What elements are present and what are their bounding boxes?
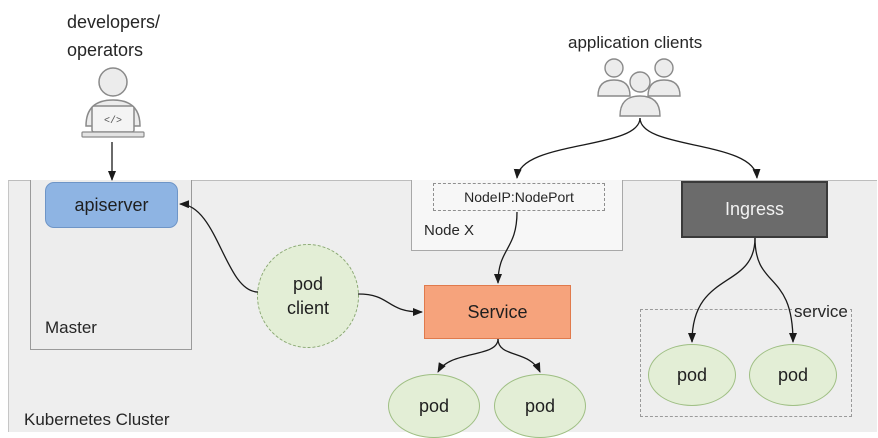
ingress-service-group	[640, 309, 852, 417]
nodeport-box: NodeIP:NodePort	[433, 183, 605, 211]
service-to-pod1-arrow	[437, 338, 499, 373]
app-clients-label: application clients	[568, 33, 703, 52]
pod-client-line2: client	[286, 298, 330, 318]
ingress-label: Ingress	[724, 199, 785, 219]
pod-client: pod client	[257, 244, 359, 348]
pod-label: pod	[524, 395, 556, 416]
pod-label: pod	[777, 364, 809, 385]
ingress-pod-2: pod	[749, 344, 837, 406]
nodeport-to-service-arrow	[494, 211, 518, 284]
ingress-pod-1: pod	[648, 344, 736, 406]
svg-text:</>: </>	[104, 115, 122, 127]
nodeport-label: NodeIP:NodePort	[464, 189, 574, 205]
service-to-pod2-arrow	[497, 338, 541, 373]
clients-to-nodeport-arrow	[513, 117, 641, 179]
ingress-service-label: service	[792, 302, 850, 322]
master-label: Master	[45, 318, 97, 337]
apiserver-label: apiserver	[74, 194, 149, 215]
developers-label-line1: developers/	[67, 12, 161, 32]
ingress-to-pod1-arrow	[688, 237, 756, 343]
pod-label: pod	[676, 364, 708, 385]
clients-to-ingress-arrow	[639, 117, 761, 179]
apiserver-box: apiserver	[45, 182, 178, 228]
podclient-to-service-arrow	[357, 293, 423, 316]
developer-laptop-icon: </>	[81, 67, 145, 138]
pod-client-line1: pod	[292, 274, 324, 294]
service-pod-2: pod	[494, 374, 586, 438]
pod-label: pod	[418, 395, 450, 416]
ingress-to-pod2-arrow	[754, 237, 797, 343]
cluster-label: Kubernetes Cluster	[24, 410, 170, 429]
service-label: Service	[467, 301, 528, 322]
service-pod-1: pod	[388, 374, 480, 438]
developers-label-line2: operators	[67, 40, 144, 60]
user-group-icon	[597, 58, 681, 117]
node-x-label: Node X	[424, 222, 475, 239]
podclient-to-apiserver-arrow	[179, 200, 259, 293]
service-box: Service	[424, 285, 571, 339]
ingress-box: Ingress	[681, 181, 828, 238]
